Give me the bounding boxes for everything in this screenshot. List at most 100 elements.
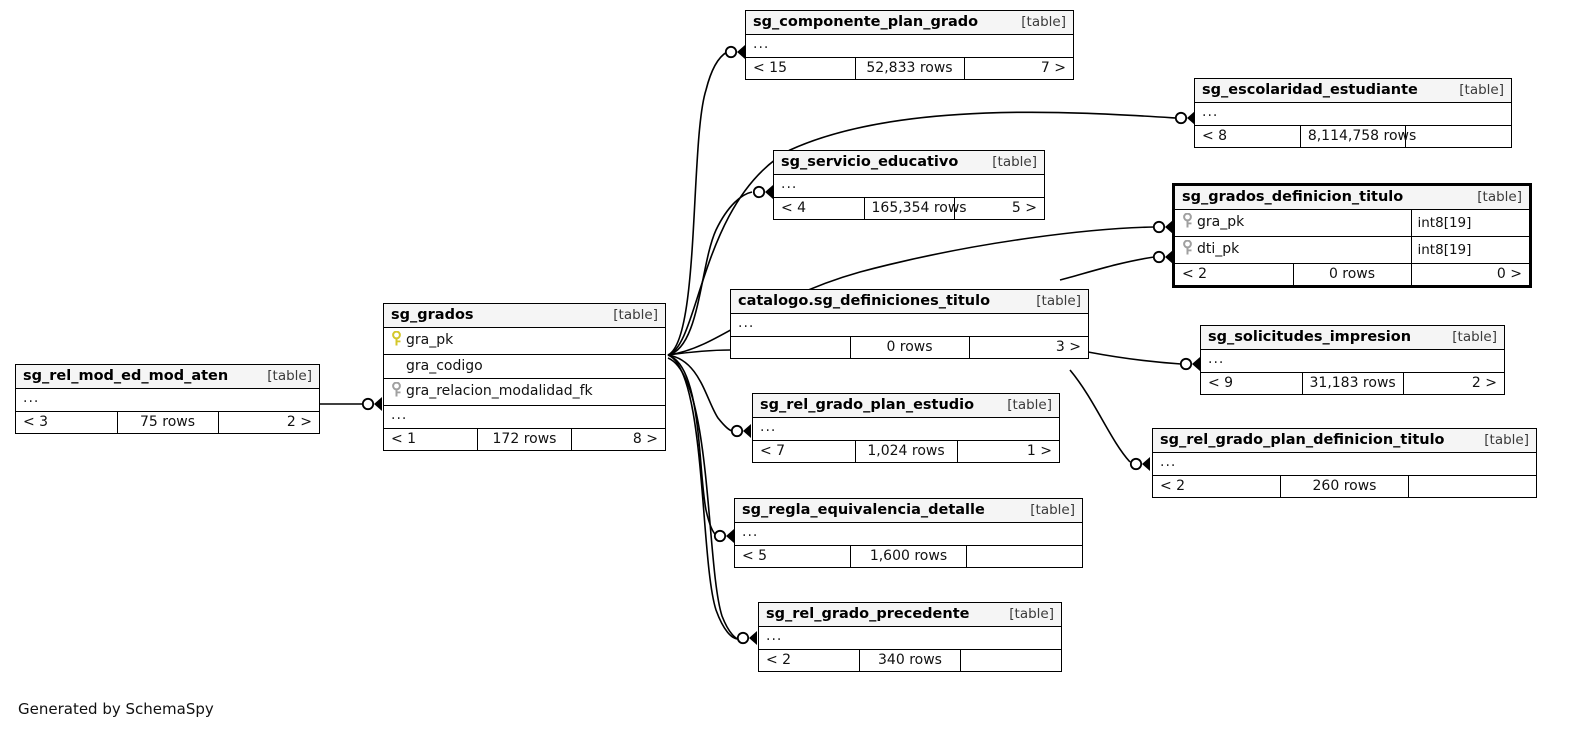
table-sg-componente-plan-grado[interactable]: sg_componente_plan_grado [table] ... < 1… bbox=[745, 10, 1074, 80]
footer-children: 2 > bbox=[1403, 372, 1504, 394]
footer-rows: 1,600 rows bbox=[850, 545, 967, 567]
ellipsis-label: ... bbox=[384, 405, 665, 429]
table-header: sg_grados [table] bbox=[384, 304, 665, 328]
foreign-key-icon bbox=[1182, 240, 1197, 259]
column-row-gra-pk[interactable]: gra_pk bbox=[384, 327, 665, 355]
table-type-tag: [table] bbox=[218, 365, 319, 389]
table-sg-grados[interactable]: sg_grados [table] gra_pk gra_codigo bbox=[383, 303, 666, 451]
table-footer: < 9 31,183 rows 2 > bbox=[1201, 372, 1504, 394]
columns-ellipsis-row: ... bbox=[746, 34, 1073, 58]
table-title[interactable]: sg_regla_equivalencia_detalle bbox=[735, 499, 985, 523]
table-sg-escolaridad-estudiante[interactable]: sg_escolaridad_estudiante [table] ... < … bbox=[1194, 78, 1512, 148]
column-name-cell: gra_relacion_modalidad_fk bbox=[384, 378, 665, 406]
columns-ellipsis-row: ... bbox=[774, 174, 1044, 198]
footer-rows: 340 rows bbox=[859, 649, 961, 671]
edge-catalogo-to-rel-grado-plan-definicion-titulo bbox=[1069, 369, 1131, 463]
edge-catalogo-to-solicitudes-impresion bbox=[1087, 351, 1182, 365]
table-sg-solicitudes-impresion[interactable]: sg_solicitudes_impresion [table] ... < 9… bbox=[1200, 325, 1505, 395]
column-row-gra-pk[interactable]: gra_pk int8[19] bbox=[1175, 209, 1529, 237]
footer-rows: 165,354 rows bbox=[864, 197, 967, 219]
footer-children bbox=[966, 545, 1082, 567]
table-footer: < 5 1,600 rows bbox=[735, 545, 1082, 567]
table-footer: < 2 0 rows 0 > bbox=[1175, 263, 1529, 285]
table-sg-rel-grado-precedente[interactable]: sg_rel_grado_precedente [table] ... < 2 … bbox=[758, 602, 1062, 672]
edge-grados-to-rel-grado-plan-estudio bbox=[667, 354, 734, 432]
edge-grados-to-rel-grado-precedente-a bbox=[667, 354, 738, 640]
table-title[interactable]: sg_rel_grado_plan_definicion_titulo bbox=[1153, 429, 1445, 453]
foreign-key-icon bbox=[391, 382, 406, 401]
table-title[interactable]: sg_solicitudes_impresion bbox=[1201, 326, 1411, 350]
table-catalogo-sg-definiciones-titulo[interactable]: catalogo.sg_definiciones_titulo [table] … bbox=[730, 289, 1089, 359]
ellipsis-label: ... bbox=[1153, 452, 1536, 476]
edge-grados-to-rel-grado-precedente-b bbox=[667, 357, 741, 641]
ellipsis-label: ... bbox=[16, 388, 319, 412]
table-title[interactable]: sg_rel_grado_plan_estudio bbox=[753, 394, 974, 418]
table-sg-rel-grado-plan-definicion-titulo[interactable]: sg_rel_grado_plan_definicion_titulo [tab… bbox=[1152, 428, 1537, 498]
columns-ellipsis-row: ... bbox=[759, 626, 1061, 650]
footer-parents: < 3 bbox=[16, 411, 118, 433]
footer-rows: 172 rows bbox=[477, 428, 572, 450]
ellipsis-label: ... bbox=[759, 626, 1061, 650]
ellipsis-label: ... bbox=[753, 417, 1059, 441]
column-name-cell: gra_codigo bbox=[384, 354, 665, 379]
footer-parents: < 4 bbox=[774, 197, 865, 219]
table-title[interactable]: sg_grados bbox=[384, 304, 572, 328]
table-title[interactable]: sg_rel_mod_ed_mod_aten bbox=[16, 365, 228, 389]
table-footer: < 3 75 rows 2 > bbox=[16, 411, 319, 433]
column-row-dti-pk[interactable]: dti_pk int8[19] bbox=[1175, 236, 1529, 264]
table-sg-rel-mod-ed-mod-aten[interactable]: sg_rel_mod_ed_mod_aten [table] ... < 3 7… bbox=[15, 364, 320, 434]
columns-ellipsis-row: ... bbox=[384, 405, 665, 429]
table-type-tag: [table] bbox=[1405, 79, 1511, 103]
table-type-tag: [table] bbox=[969, 290, 1088, 314]
table-sg-grados-definicion-titulo[interactable]: sg_grados_definicion_titulo [table] gra_… bbox=[1172, 183, 1532, 288]
footer-parents: < 5 bbox=[735, 545, 852, 567]
footer-parents: < 8 bbox=[1195, 125, 1301, 147]
column-name-cell: dti_pk bbox=[1175, 236, 1411, 264]
table-title[interactable]: sg_escolaridad_estudiante bbox=[1195, 79, 1418, 103]
column-row-gra-relacion-modalidad-fk[interactable]: gra_relacion_modalidad_fk bbox=[384, 378, 665, 406]
table-type-tag: [table] bbox=[1403, 326, 1504, 350]
footer-parents: < 9 bbox=[1201, 372, 1303, 394]
table-sg-rel-grado-plan-estudio[interactable]: sg_rel_grado_plan_estudio [table] ... < … bbox=[752, 393, 1060, 463]
table-type-tag: [table] bbox=[957, 394, 1059, 418]
column-row-gra-codigo[interactable]: gra_codigo bbox=[384, 354, 665, 379]
footer-children bbox=[1405, 125, 1511, 147]
footer-children: 3 > bbox=[969, 336, 1088, 358]
table-header: sg_componente_plan_grado [table] bbox=[746, 11, 1073, 35]
footer-rows: 31,183 rows bbox=[1302, 372, 1404, 394]
table-sg-regla-equivalencia-detalle[interactable]: sg_regla_equivalencia_detalle [table] ..… bbox=[734, 498, 1083, 568]
table-sg-servicio-educativo[interactable]: sg_servicio_educativo [table] ... < 4 16… bbox=[773, 150, 1045, 220]
endpoint-grados-definicion-titulo-gra-pk bbox=[1152, 220, 1173, 234]
endpoint-solicitudes-impresion bbox=[1179, 357, 1200, 371]
table-header: sg_rel_grado_precedente [table] bbox=[759, 603, 1061, 627]
ellipsis-label: ... bbox=[774, 174, 1044, 198]
table-title[interactable]: sg_grados_definicion_titulo bbox=[1175, 186, 1411, 210]
footer-parents: < 2 bbox=[1153, 475, 1282, 497]
column-name: gra_relacion_modalidad_fk bbox=[406, 383, 593, 399]
columns-ellipsis-row: ... bbox=[1201, 349, 1504, 373]
footer-rows: 8,114,758 rows bbox=[1300, 125, 1416, 147]
columns-ellipsis-row: ... bbox=[753, 417, 1059, 441]
table-type-tag: [table] bbox=[964, 11, 1073, 35]
table-footer: < 4 165,354 rows 5 > bbox=[774, 197, 1044, 219]
table-type-tag: [table] bbox=[571, 304, 665, 328]
footer-rows: 260 rows bbox=[1280, 475, 1409, 497]
table-type-tag: [table] bbox=[954, 151, 1044, 175]
edge-grados-to-componente-plan-grado bbox=[667, 51, 728, 356]
footer-parents bbox=[731, 336, 851, 358]
table-footer: < 7 1,024 rows 1 > bbox=[753, 440, 1059, 462]
endpoint-grados-relacion-modalidad-fk bbox=[361, 397, 382, 411]
column-type: int8[19] bbox=[1410, 209, 1529, 237]
table-title[interactable]: sg_componente_plan_grado bbox=[746, 11, 978, 35]
ellipsis-label: ... bbox=[731, 313, 1088, 337]
table-title[interactable]: catalogo.sg_definiciones_titulo bbox=[731, 290, 990, 314]
table-title[interactable]: sg_rel_grado_precedente bbox=[759, 603, 969, 627]
endpoint-rel-grado-plan-definicion-titulo bbox=[1129, 457, 1150, 471]
edge-catalogo-to-grados-definicion-titulo-dti-pk bbox=[1059, 256, 1155, 281]
table-title[interactable]: sg_servicio_educativo bbox=[774, 151, 958, 175]
footer-rows: 52,833 rows bbox=[855, 57, 965, 79]
table-header: sg_solicitudes_impresion [table] bbox=[1201, 326, 1504, 350]
endpoint-rel-grado-plan-estudio bbox=[730, 424, 751, 438]
columns-ellipsis-row: ... bbox=[1153, 452, 1536, 476]
